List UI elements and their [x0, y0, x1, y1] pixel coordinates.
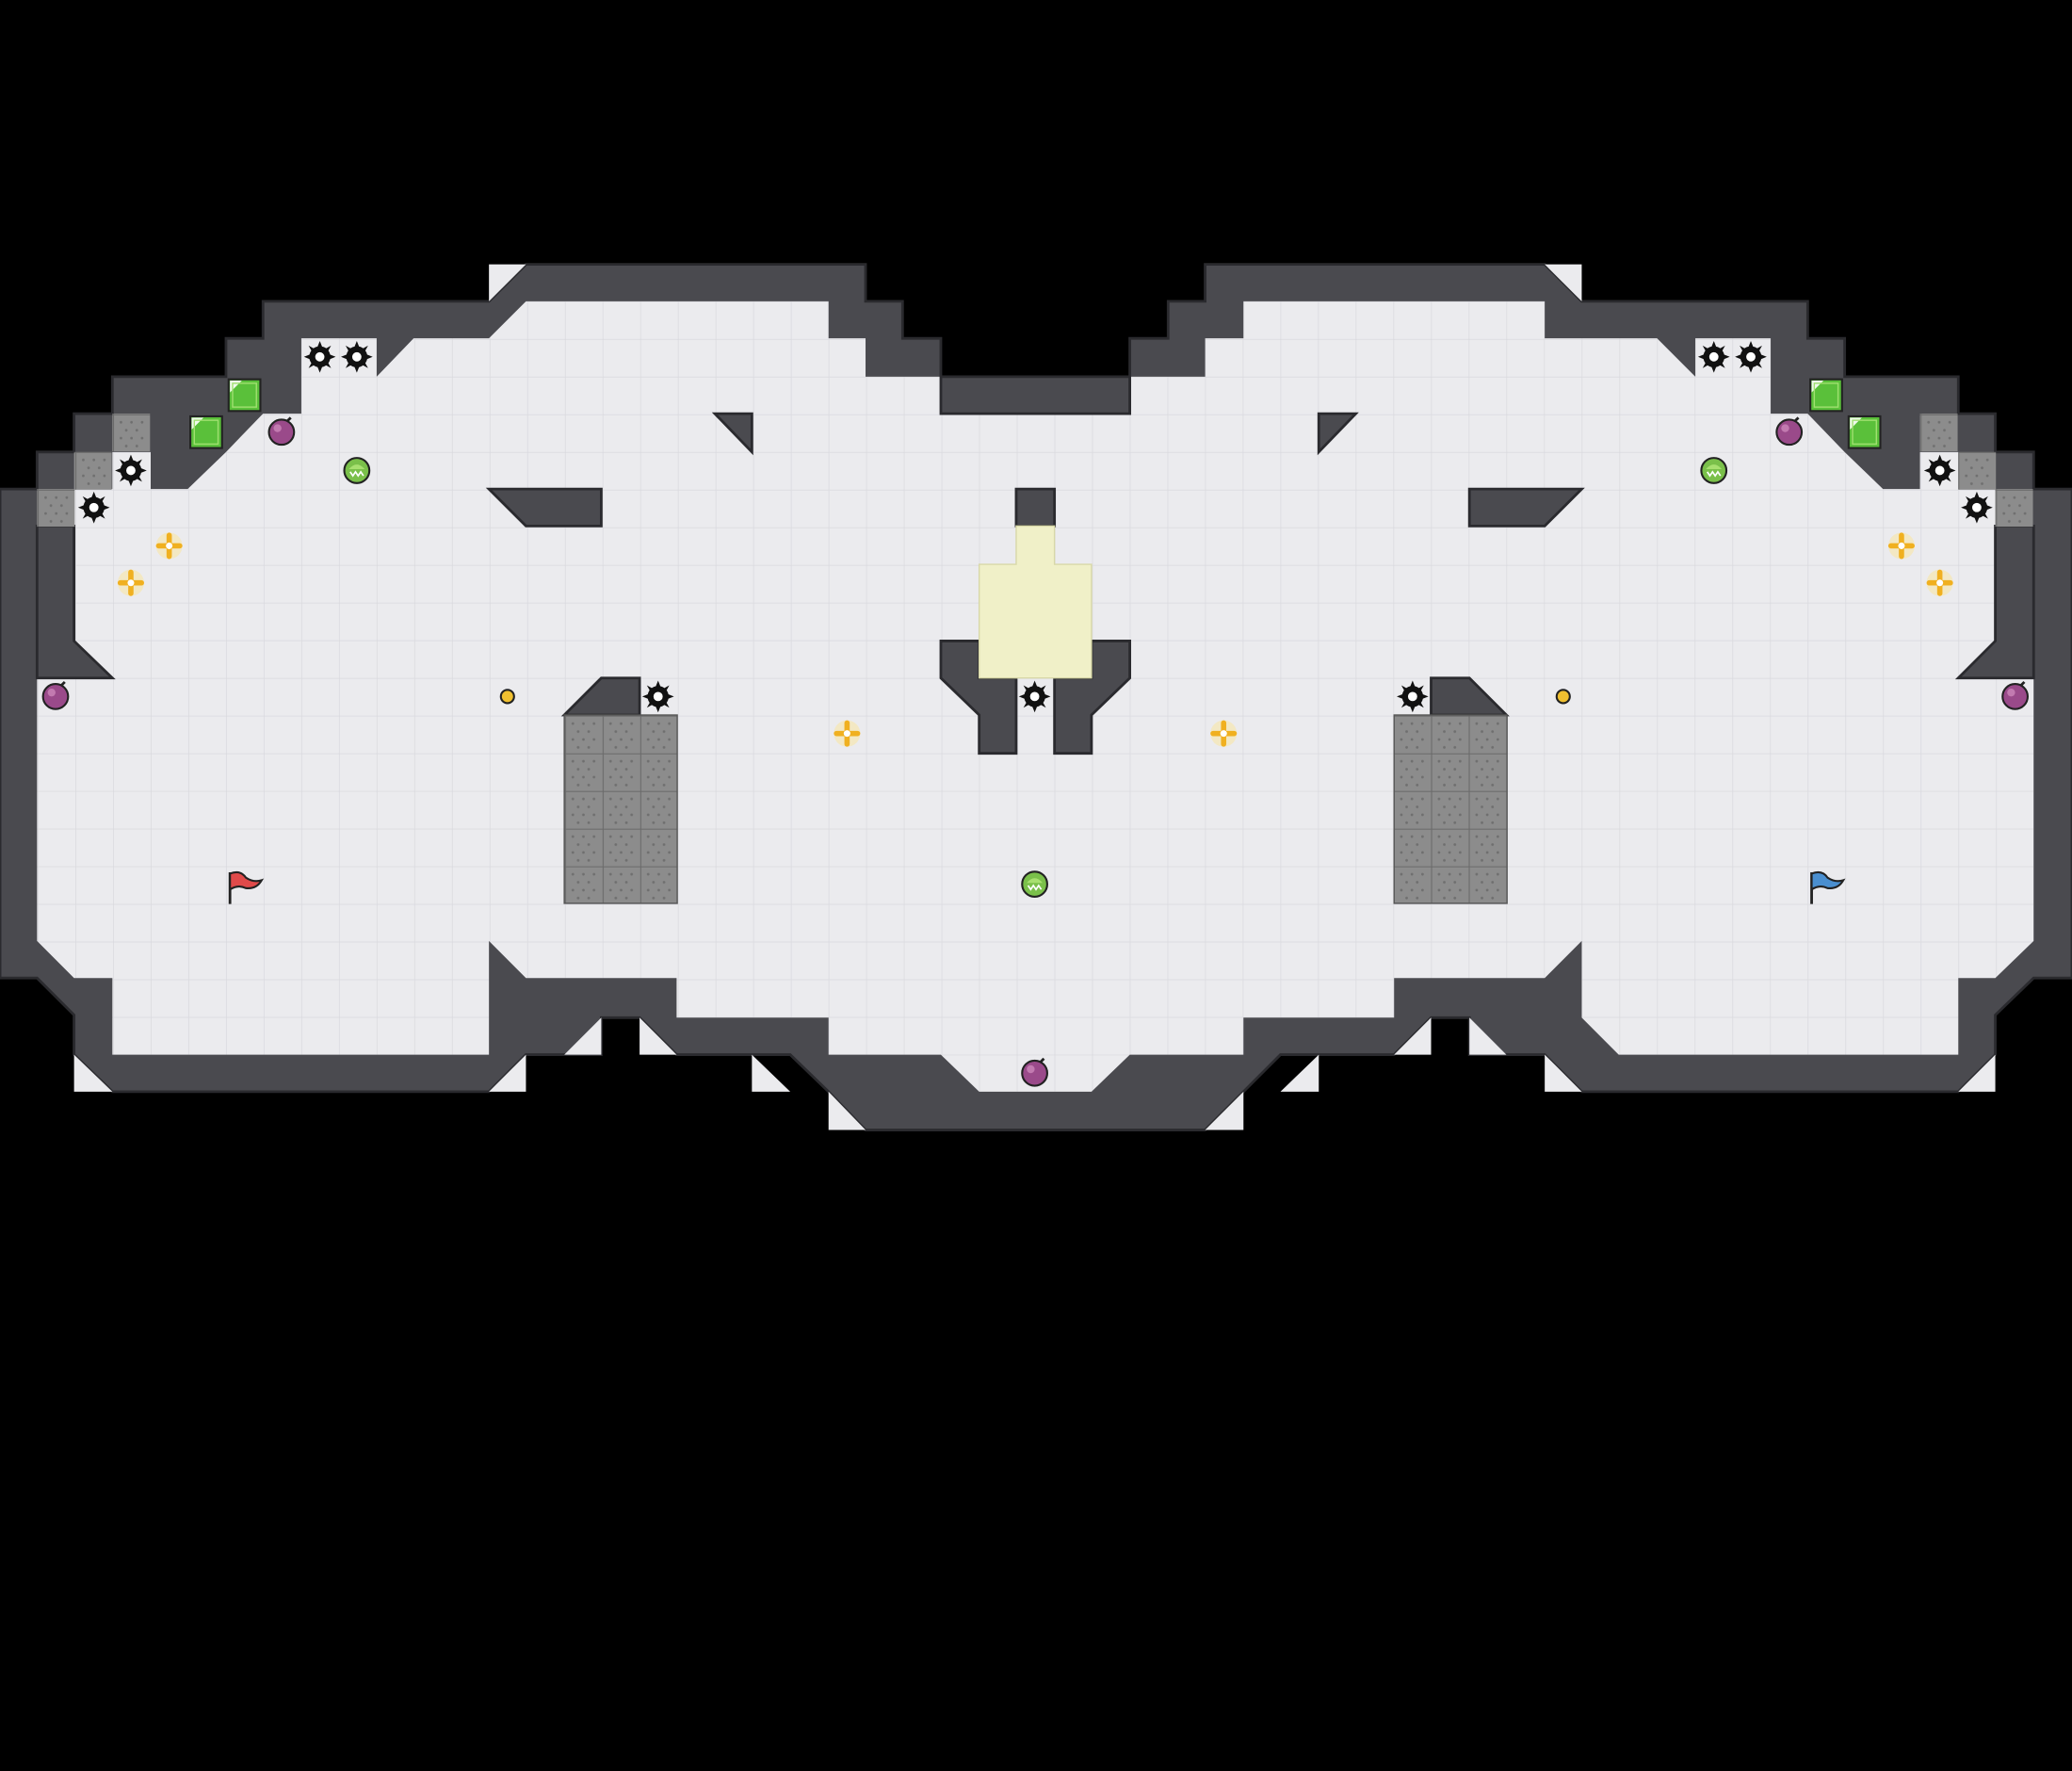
gate-tile	[563, 714, 678, 904]
boost-icon	[834, 721, 860, 747]
blue-flag-icon	[1810, 870, 1846, 904]
yellow-zone	[978, 525, 1093, 679]
spike-icon	[1697, 340, 1730, 373]
portal-icon	[1809, 378, 1843, 413]
gate-tile	[1958, 451, 1997, 490]
spike-icon	[641, 680, 674, 713]
spike-icon	[303, 340, 336, 373]
red-flag-icon	[228, 870, 265, 904]
boost-icon	[1210, 721, 1237, 747]
portal-icon	[227, 378, 262, 413]
gate-tile	[112, 414, 151, 452]
powerup-icon	[1021, 870, 1048, 898]
boost-icon	[118, 570, 144, 596]
spike-icon	[1018, 680, 1051, 713]
boost-icon	[1888, 532, 1915, 559]
wall-block	[485, 487, 603, 528]
button-icon	[1555, 689, 1571, 705]
gate-tile	[1995, 489, 2033, 528]
powerup-icon	[1700, 457, 1728, 484]
spike-icon	[1735, 340, 1767, 373]
gate-tile	[1919, 414, 1958, 452]
portal-icon	[189, 414, 223, 449]
wall-block	[939, 375, 1132, 415]
wall-block	[1014, 487, 1057, 528]
spike-icon	[77, 491, 110, 524]
spike-icon	[115, 454, 147, 487]
wall-block	[1467, 487, 1585, 528]
gate-tile	[37, 489, 75, 528]
spike-icon	[1923, 454, 1956, 487]
portal-icon	[1847, 414, 1882, 449]
spike-icon	[1397, 680, 1429, 713]
wall-block	[1317, 412, 1359, 456]
spike-icon	[341, 340, 373, 373]
gate-tile	[73, 451, 112, 490]
powerup-icon	[343, 457, 371, 484]
boost-icon	[156, 532, 183, 559]
gate-tile	[1393, 714, 1508, 904]
wall-block	[711, 412, 753, 456]
boost-icon	[1927, 570, 1953, 596]
spike-icon	[1961, 491, 1993, 524]
button-icon	[499, 689, 515, 705]
